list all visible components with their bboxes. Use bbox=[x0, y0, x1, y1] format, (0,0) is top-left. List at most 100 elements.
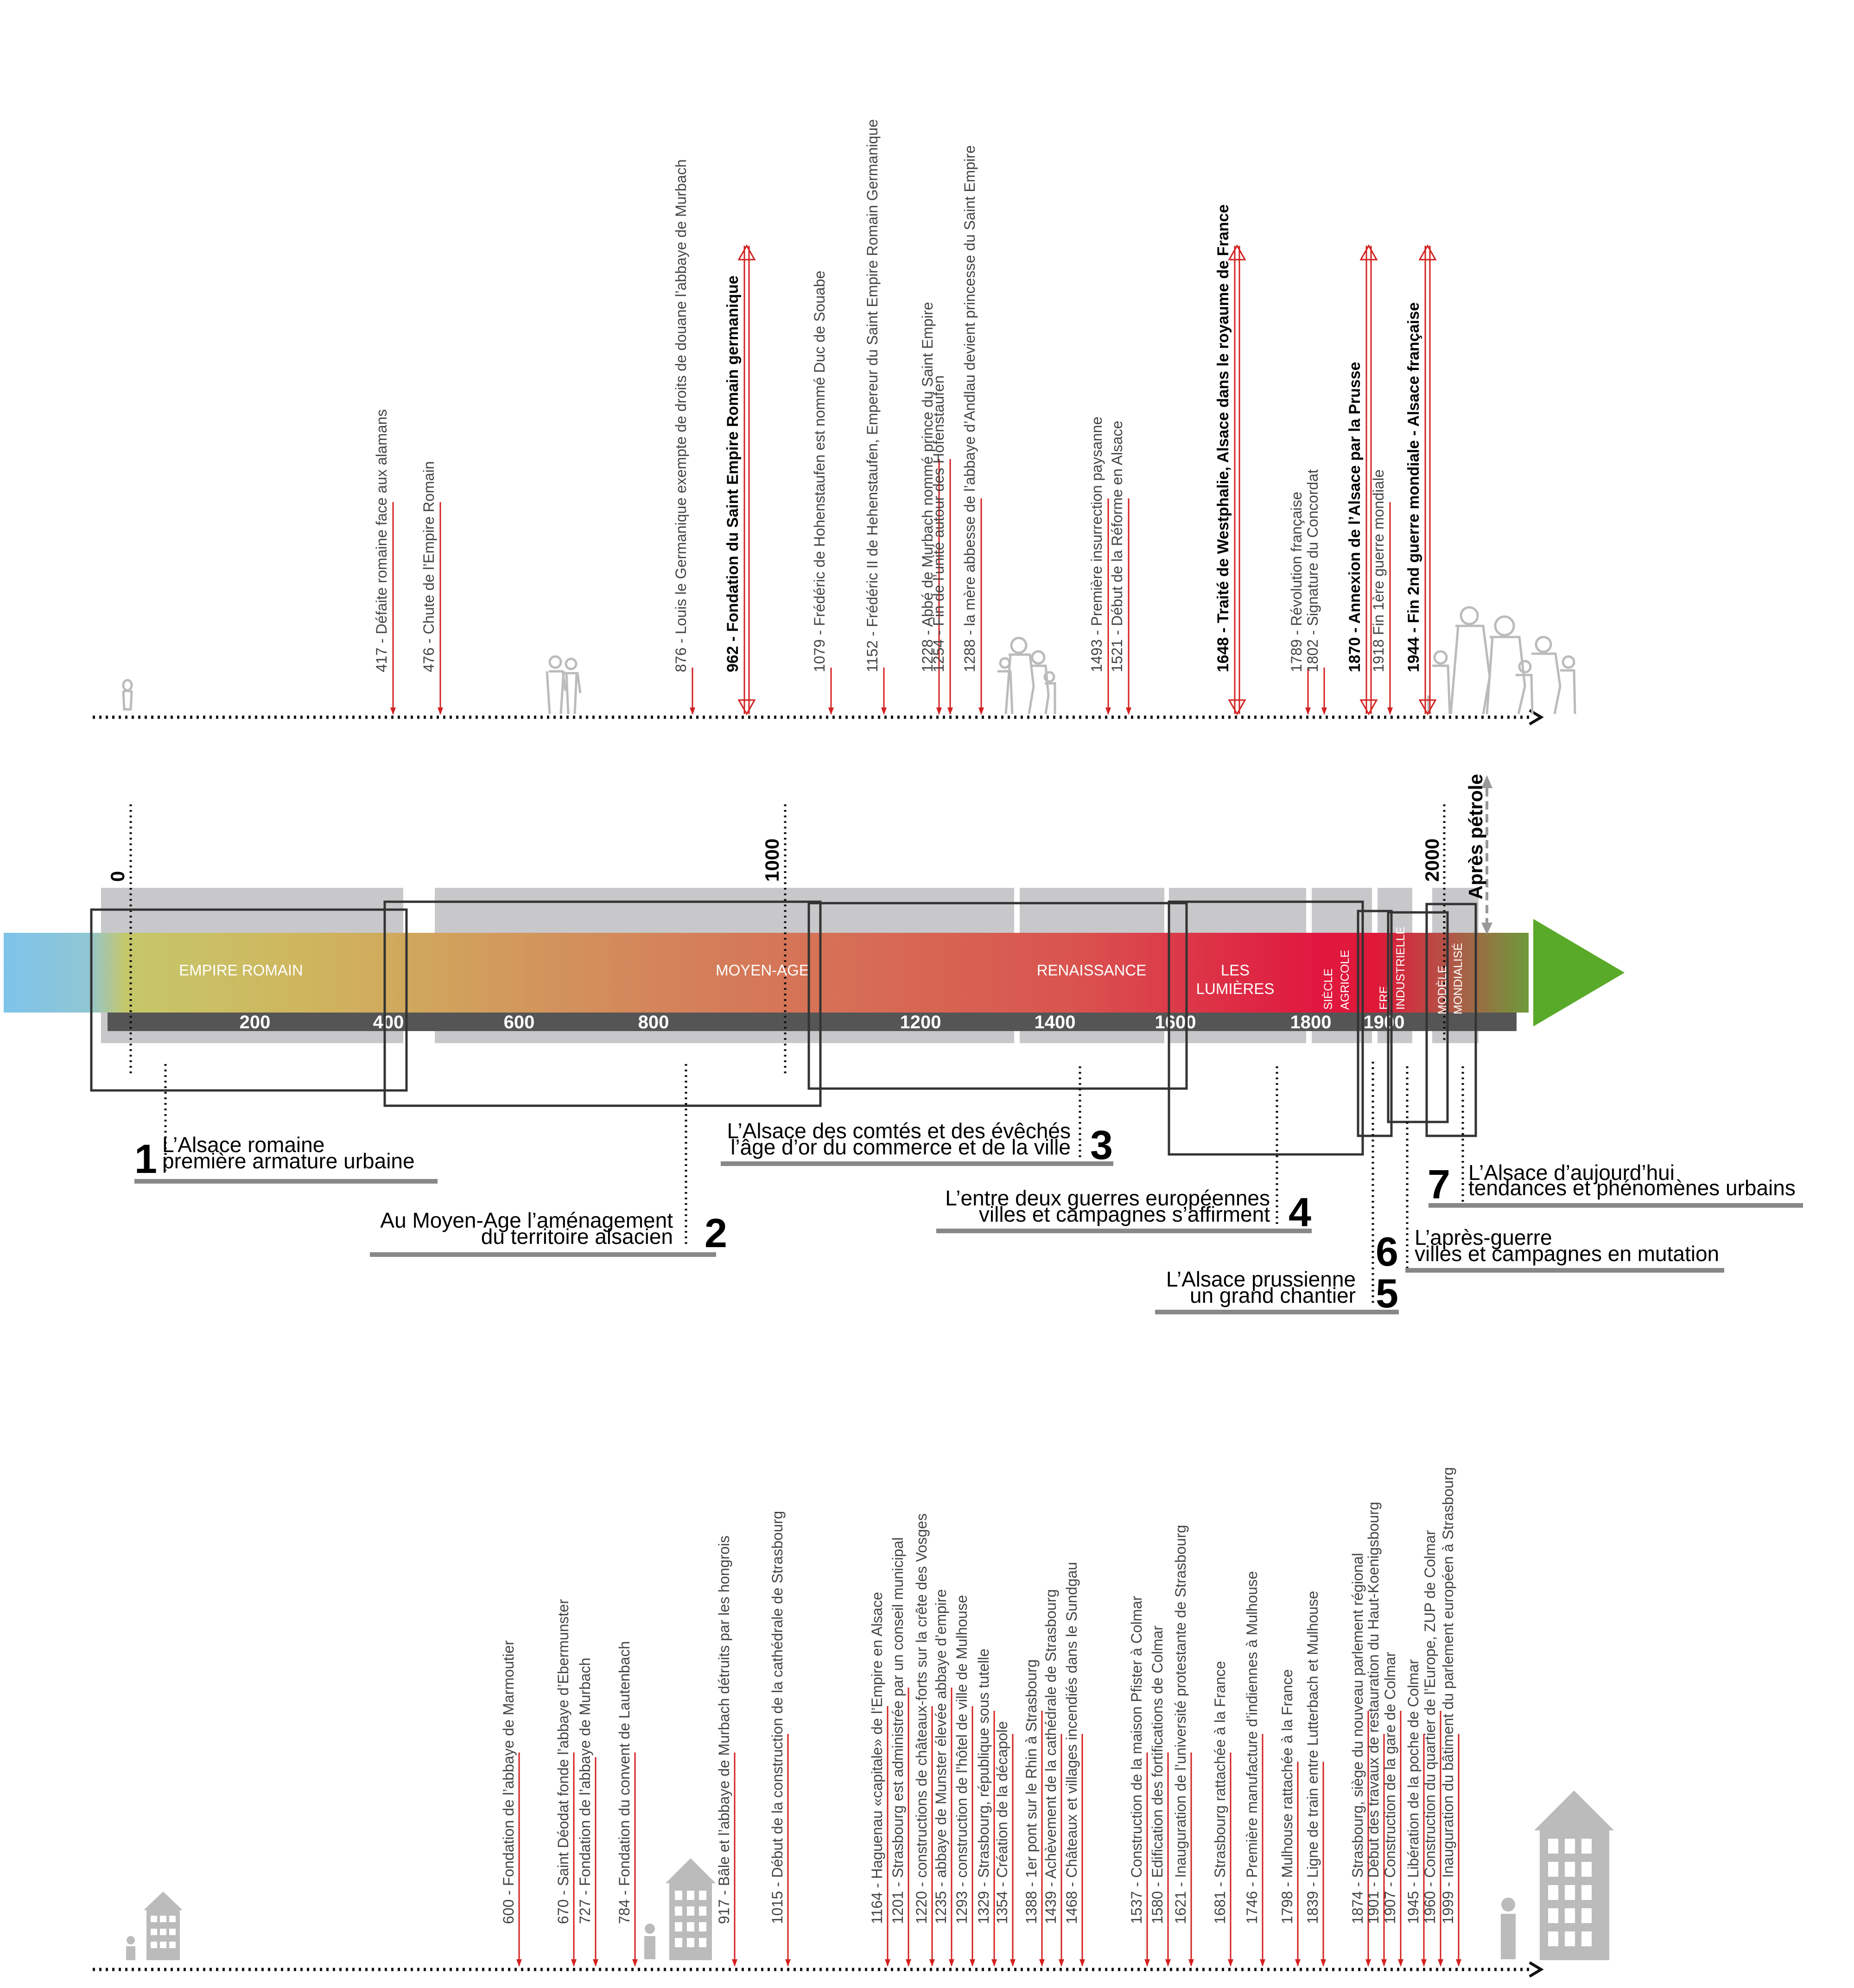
section-title: L’Alsace romaine bbox=[162, 1133, 324, 1157]
crowd-silhouette-icon bbox=[1427, 606, 1576, 714]
bottom-event: 1293 - construction de l’hôtel de ville … bbox=[953, 1595, 975, 1967]
bottom-event: 1945 - Libération de la poche de Colmar bbox=[1405, 1659, 1427, 1967]
bottom-event: 1220 - constructions de châteaux-forts s… bbox=[913, 1513, 935, 1967]
top-event-label: 1228 - Abbé de Murbach nommé prince du S… bbox=[919, 302, 936, 672]
section-connectors bbox=[164, 1062, 1464, 1303]
top-event: 876 - Louis le Germanique exempte de dro… bbox=[673, 159, 695, 715]
bottom-event-label: 784 - Fondation du convent de Lautenbach bbox=[616, 1641, 633, 1924]
year-marker-label: 1000 bbox=[761, 839, 783, 882]
bottom-event-label: 600 - Fondation de l’abbaye de Marmoutie… bbox=[500, 1640, 517, 1924]
bottom-event-label: 670 - Saint Déodat fonde l’abbaye d’Eber… bbox=[555, 1599, 571, 1924]
top-event: 1802 - Signature du Concordat bbox=[1304, 469, 1327, 715]
building-windows bbox=[151, 1839, 1592, 1948]
top-event-label: 1944 - Fin 2nd guerre mondiale - Alsace … bbox=[1405, 302, 1422, 672]
bottom-event-label: 1901 - Début des travaux de restauration… bbox=[1365, 1502, 1382, 1924]
bottom-event: 1901 - Début des travaux de restauration… bbox=[1365, 1502, 1387, 1967]
person-silhouette-icon bbox=[122, 679, 133, 711]
axis-tick-label: 1800 bbox=[1290, 1012, 1332, 1032]
top-event: 1079 - Frédéric de Hohenstaufen est nomm… bbox=[811, 271, 834, 715]
section-number: 7 bbox=[1428, 1161, 1450, 1207]
section-subtitle: un grand chantier bbox=[1190, 1283, 1356, 1307]
period-label: SIÈCLE bbox=[1321, 969, 1335, 1010]
axis-tick-label: 200 bbox=[240, 1012, 271, 1032]
bottom-event: 1015 - Début de la construction de la ca… bbox=[769, 1511, 791, 1967]
top-event: 1493 - Première insurrection paysanne bbox=[1088, 417, 1111, 715]
bottom-event: 1746 - Première manufacture d’indiennes … bbox=[1244, 1571, 1265, 1967]
period-label: AGRICOLE bbox=[1339, 950, 1352, 1010]
bottom-event: 1439 - Achèvement de la cathédrale de St… bbox=[1042, 1589, 1064, 1967]
bottom-event-label: 1293 - construction de l’hôtel de ville … bbox=[953, 1595, 970, 1924]
apres-petrole-arrowhead-down bbox=[1481, 923, 1492, 935]
apres-petrole-label: Après pétrole bbox=[1465, 774, 1486, 899]
bottom-event-label: 1960 - Construction du quartier de l’Eur… bbox=[1422, 1530, 1438, 1924]
axis-tick-label: 1400 bbox=[1035, 1012, 1076, 1032]
axis-tick-label: 400 bbox=[373, 1012, 404, 1032]
bottom-event: 1329 - Strasbourg, république sous tutel… bbox=[975, 1649, 997, 1967]
period-label: LUMIÈRES bbox=[1196, 980, 1275, 997]
top-event-label: 1152 - Frédéric II de Hehenstaufen, Empe… bbox=[864, 119, 881, 672]
section-number: 5 bbox=[1376, 1270, 1398, 1316]
bottom-event-label: 1388 - 1er pont sur le Rhin à Strasbourg bbox=[1023, 1659, 1040, 1924]
top-event-label: 1521 - Début de la Réforme en Alsace bbox=[1109, 421, 1125, 672]
top-event: 476 - Chute de l’Empire Romain bbox=[420, 461, 443, 715]
section-brackets bbox=[90, 900, 1477, 1156]
section-number: 2 bbox=[705, 1210, 727, 1256]
bottom-event: 1907 - Construction de la gare de Colmar bbox=[1382, 1652, 1403, 1967]
bottom-event-label: 1329 - Strasbourg, république sous tutel… bbox=[975, 1649, 992, 1924]
bottom-event: 1388 - 1er pont sur le Rhin à Strasbourg bbox=[1023, 1659, 1045, 1967]
section-label: 3L’Alsace des comtés et des évêchésl’âge… bbox=[721, 1119, 1113, 1168]
bottom-event-label: 1907 - Construction de la gare de Colmar bbox=[1382, 1652, 1398, 1924]
bottom-event: 1999 - Inauguration du bâtiment du parle… bbox=[1440, 1467, 1461, 1967]
section-title: L’Alsace prussienne bbox=[1166, 1267, 1356, 1291]
section-title: L’Alsace des comtés et des évêchés bbox=[727, 1119, 1071, 1143]
bottom-event-label: 1354 - Création de la décapole bbox=[994, 1721, 1010, 1924]
bottom-event: 1874 - Strasbourg, siège du nouveau parl… bbox=[1349, 1553, 1371, 1967]
top-event-label: 476 - Chute de l’Empire Romain bbox=[420, 461, 437, 672]
period-label: LES bbox=[1221, 962, 1250, 979]
bottom-event: 1621 - Inauguration de l’université prot… bbox=[1172, 1525, 1194, 1967]
top-event-label: 962 - Fondation du Saint Empire Romain g… bbox=[724, 275, 742, 672]
top-event-label: 1789 - Révolution française bbox=[1288, 491, 1305, 672]
bottom-event: 1580 - Edification des fortifications de… bbox=[1149, 1625, 1171, 1967]
bottom-event-label: 1015 - Début de la construction de la ca… bbox=[769, 1511, 786, 1924]
section-title: L’après-guerre bbox=[1415, 1225, 1552, 1249]
bottom-event: 1681 - Strasbourg rattachée à la France bbox=[1212, 1661, 1233, 1967]
bottom-event: 1354 - Création de la décapole bbox=[994, 1721, 1016, 1967]
top-event: 1944 - Fin 2nd guerre mondiale - Alsace … bbox=[1405, 244, 1437, 716]
bottom-event-label: 1439 - Achèvement de la cathédrale de St… bbox=[1042, 1589, 1059, 1924]
axis-tick-label: 1200 bbox=[900, 1012, 941, 1032]
bottom-event-label: 1681 - Strasbourg rattachée à la France bbox=[1212, 1661, 1228, 1924]
top-event: 962 - Fondation du Saint Empire Romain g… bbox=[724, 244, 756, 716]
section-number: 1 bbox=[134, 1136, 157, 1182]
top-event-label: 876 - Louis le Germanique exempte de dro… bbox=[673, 159, 689, 672]
top-event: 417 - Défaite romaine face aux alamans bbox=[373, 409, 396, 715]
bottom-event: 1468 - Châteaux et villages incendiés da… bbox=[1063, 1562, 1085, 1967]
period-label: MONDIALISÉ bbox=[1451, 943, 1465, 1014]
top-event-label: 1802 - Signature du Concordat bbox=[1304, 469, 1321, 672]
year-marker-label: 2000 bbox=[1421, 839, 1443, 882]
apres-petrole-arrowhead-up bbox=[1481, 775, 1492, 788]
top-event: 1918 Fin 1ère guerre mondiale bbox=[1370, 469, 1393, 715]
section-number: 3 bbox=[1090, 1122, 1113, 1168]
couple-silhouette-icon bbox=[546, 655, 582, 714]
top-event-label: 1079 - Frédéric de Hohenstaufen est nomm… bbox=[811, 271, 828, 672]
bottom-event-label: 1164 - Haguenau «capitale» de l’Empire e… bbox=[869, 1592, 885, 1924]
bottom-timeline-arrowhead bbox=[1529, 1961, 1544, 1978]
section-title: L’entre deux guerres européennes bbox=[945, 1186, 1270, 1210]
future-arrow bbox=[1533, 919, 1625, 1026]
bottom-event: 670 - Saint Déodat fonde l’abbaye d’Eber… bbox=[555, 1599, 577, 1967]
section-subtitle: tendances et phénomènes urbains bbox=[1468, 1176, 1796, 1200]
top-event: 1648 - Traité de Westphalie, Alsace dans… bbox=[1214, 204, 1246, 716]
top-event: 1152 - Frédéric II de Hehenstaufen, Empe… bbox=[864, 119, 887, 715]
top-event-label: 1288 - la mère abbesse de l’abbaye d’And… bbox=[961, 145, 978, 672]
small-building-icon bbox=[126, 1892, 183, 1960]
bottom-event: 1201 - Strasbourg est administrée par un… bbox=[889, 1537, 911, 1967]
axis-tick-label: 1600 bbox=[1155, 1012, 1196, 1032]
section-subtitle: première armature urbaine bbox=[162, 1149, 415, 1173]
top-event: 1288 - la mère abbesse de l’abbaye d’And… bbox=[961, 145, 984, 715]
bottom-event-label: 1201 - Strasbourg est administrée par un… bbox=[889, 1537, 906, 1924]
